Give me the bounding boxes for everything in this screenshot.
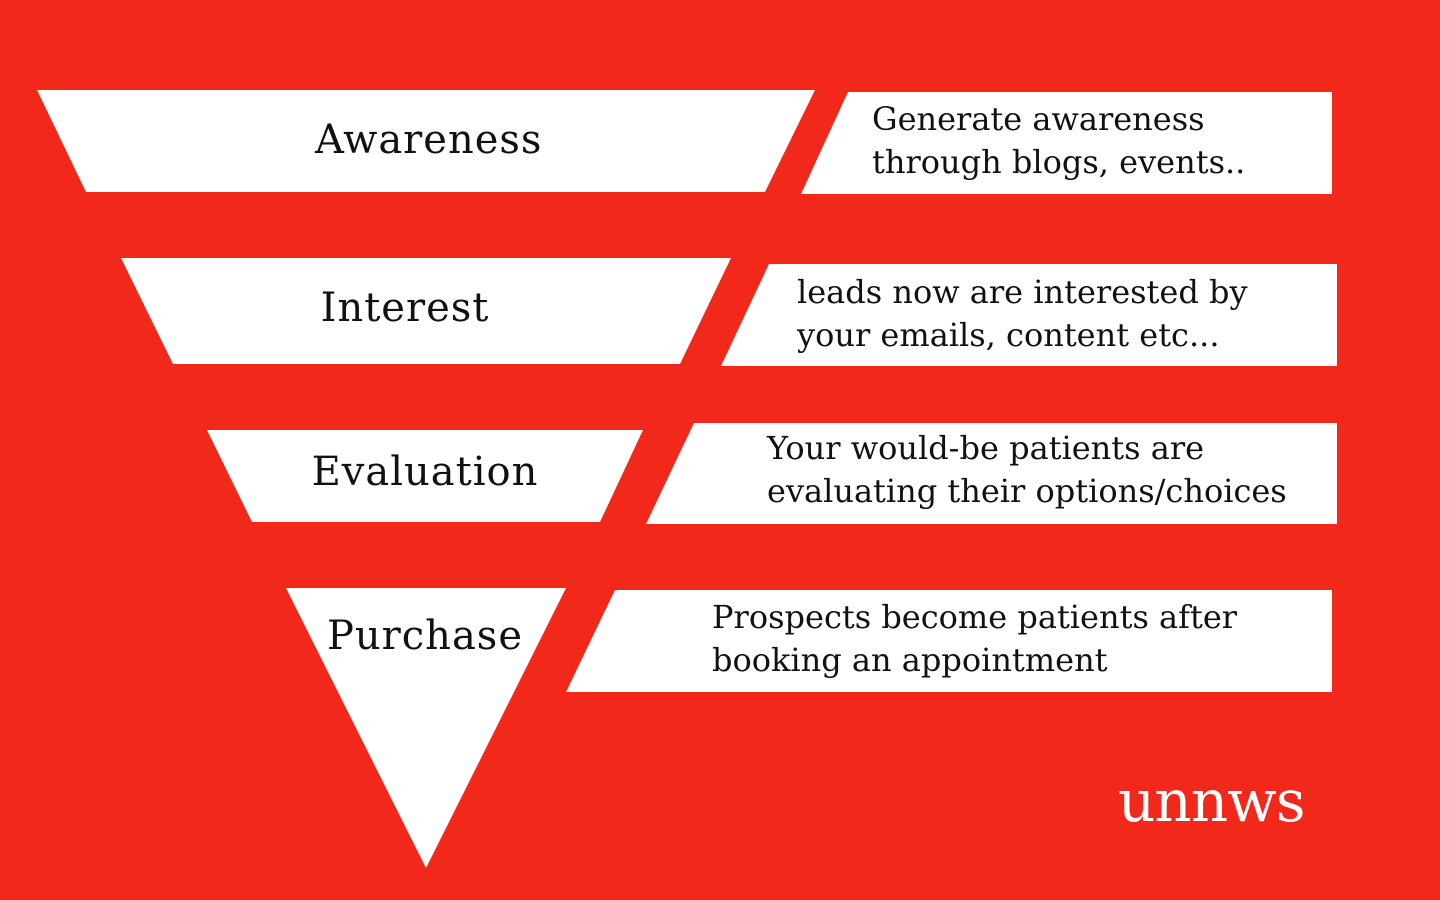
description-line: evaluating their options/choices xyxy=(767,472,1287,510)
description-box-interest xyxy=(721,264,1337,366)
description-box-purchase xyxy=(566,590,1332,692)
brand-logo: unnws xyxy=(1118,767,1305,835)
description-box-evaluation xyxy=(646,423,1337,524)
stage-label-evaluation: Evaluation xyxy=(311,449,539,495)
description-line: Prospects become patients after xyxy=(712,598,1238,636)
stage-description-evaluation: Your would-be patients are evaluating th… xyxy=(767,427,1287,513)
funnel-segment-evaluation xyxy=(207,430,643,522)
description-line: Generate awareness xyxy=(872,100,1205,138)
description-line: Your would-be patients are xyxy=(767,429,1205,467)
description-box-awareness xyxy=(801,92,1332,194)
description-line: booking an appointment xyxy=(712,641,1108,679)
stage-label-interest: Interest xyxy=(320,285,490,331)
description-line: leads now are interested by xyxy=(797,273,1248,311)
stage-description-purchase: Prospects become patients after booking … xyxy=(712,596,1237,682)
stage-description-awareness: Generate awareness through blogs, events… xyxy=(872,98,1245,184)
funnel-segment-purchase xyxy=(286,588,566,868)
stage-description-interest: leads now are interested by your emails,… xyxy=(797,271,1248,357)
description-line: through blogs, events.. xyxy=(872,143,1246,181)
funnel-segment-interest xyxy=(121,258,731,364)
description-line: your emails, content etc... xyxy=(797,316,1220,354)
funnel-segment-awareness xyxy=(37,90,815,192)
stage-label-awareness: Awareness xyxy=(315,117,543,163)
stage-label-purchase: Purchase xyxy=(326,613,523,659)
